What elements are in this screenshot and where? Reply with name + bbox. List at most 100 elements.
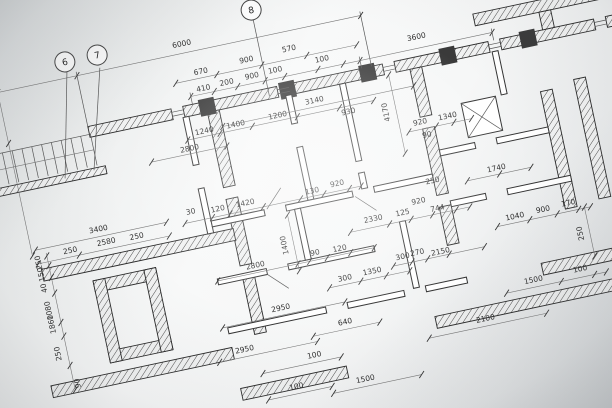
grid-axis-number: 6 bbox=[61, 58, 69, 69]
dimension-tick bbox=[173, 79, 179, 88]
construction-line bbox=[383, 68, 396, 72]
dimension-label: 670 bbox=[193, 65, 209, 77]
dimension-line bbox=[268, 386, 333, 401]
dimension-line bbox=[497, 206, 591, 227]
partition-wall bbox=[287, 245, 376, 271]
dimension-tick bbox=[259, 61, 265, 69]
dimension-label: 1340 bbox=[437, 110, 458, 123]
dimension-label: 130 bbox=[304, 185, 320, 197]
dimension-tick bbox=[282, 72, 288, 81]
partition-wall bbox=[284, 190, 354, 212]
dimension-line bbox=[350, 206, 470, 233]
construction-line bbox=[594, 19, 607, 23]
dimension-tick bbox=[348, 248, 354, 257]
dimension-label: 30 bbox=[185, 206, 196, 217]
dimension-line bbox=[190, 32, 493, 97]
dimension-label: 744 bbox=[429, 202, 445, 214]
dimension-tick bbox=[315, 65, 321, 74]
construction-line bbox=[490, 28, 495, 41]
construction-lines-layer bbox=[75, 11, 607, 289]
partition-wall bbox=[449, 192, 488, 208]
dimension-label: 100 bbox=[314, 53, 330, 65]
dimension-label: 1240 bbox=[194, 125, 215, 138]
dimension-tick bbox=[304, 51, 310, 60]
dimension-tick bbox=[321, 190, 327, 198]
wall-segment bbox=[143, 267, 174, 353]
dimension-line bbox=[429, 312, 547, 339]
dimension-tick bbox=[58, 318, 64, 327]
dimension-label: 2950 bbox=[270, 301, 291, 314]
dimension-tick bbox=[581, 203, 588, 211]
dimension-line bbox=[175, 44, 357, 84]
staircase bbox=[0, 133, 98, 185]
dimension-tick bbox=[357, 11, 364, 20]
dimension-tick bbox=[527, 215, 533, 224]
dimension-tick bbox=[262, 76, 268, 85]
dimension-label: 410 bbox=[195, 82, 211, 94]
dimension-line bbox=[38, 235, 170, 265]
dimension-tick bbox=[215, 277, 221, 285]
construction-line bbox=[189, 92, 193, 105]
partition-wall bbox=[424, 276, 469, 293]
dimension-line bbox=[287, 214, 300, 271]
dimension-tick bbox=[554, 210, 560, 218]
dimension-tick bbox=[358, 182, 364, 190]
dimension-label: 900 bbox=[238, 54, 254, 66]
dimension-tick bbox=[386, 220, 393, 228]
dimension-tick bbox=[5, 139, 12, 148]
wall-segment bbox=[434, 253, 612, 329]
dimension-label: 1740 bbox=[486, 162, 507, 175]
dimension-label: 900 bbox=[535, 203, 551, 215]
partition-wall bbox=[227, 306, 328, 335]
dimension-label: 4170 bbox=[379, 102, 392, 123]
dimension-line bbox=[45, 252, 76, 390]
partition-wall bbox=[357, 171, 369, 190]
wall-segment bbox=[87, 108, 174, 138]
dimension-label: 2580 bbox=[96, 235, 117, 248]
wall-segment bbox=[539, 88, 578, 210]
dimension-line bbox=[185, 185, 362, 224]
dimension-tick bbox=[217, 358, 223, 367]
dimension-tick bbox=[407, 266, 413, 275]
construction-line bbox=[489, 46, 502, 50]
dimension-label: 640 bbox=[337, 316, 353, 328]
construction-line bbox=[277, 87, 290, 91]
dimension-tick bbox=[464, 177, 471, 185]
dimension-label: 150 bbox=[35, 266, 47, 282]
dimension-line bbox=[222, 301, 345, 329]
dimension-tick bbox=[294, 112, 301, 121]
dimension-tick bbox=[402, 149, 408, 157]
dimension-label: 120 bbox=[332, 242, 348, 254]
dimension-tick bbox=[425, 254, 431, 263]
dimension-line bbox=[151, 145, 227, 163]
partition-wall bbox=[210, 209, 266, 228]
wall-segment bbox=[50, 346, 235, 399]
dimension-tick bbox=[346, 184, 353, 193]
dimension-tick bbox=[67, 361, 73, 370]
grid-axis-bubble bbox=[54, 51, 76, 73]
dimension-tick bbox=[377, 318, 383, 326]
dimension-tick bbox=[217, 129, 223, 138]
dimension-tick bbox=[408, 215, 414, 224]
dimension-tick bbox=[209, 213, 216, 222]
dimension-tick bbox=[148, 158, 155, 166]
leader-line bbox=[252, 19, 270, 97]
dimension-tick bbox=[354, 41, 360, 49]
dimension-tick bbox=[357, 56, 363, 65]
partition-wall bbox=[285, 93, 299, 125]
dimension-label: 100 bbox=[572, 263, 588, 275]
leader-lines-layer bbox=[64, 19, 270, 179]
wall-segment bbox=[0, 165, 108, 198]
dimension-label: 250 bbox=[52, 346, 64, 362]
dimension-label: 900 bbox=[244, 70, 260, 82]
dimension-tick bbox=[235, 82, 241, 91]
dimension-label: 2100 bbox=[475, 312, 496, 325]
dimension-label: 920 bbox=[412, 116, 428, 128]
dimension-tick bbox=[429, 210, 436, 219]
dimension-label: 1040 bbox=[505, 210, 526, 223]
dimension-tick bbox=[314, 337, 321, 346]
partition-wall bbox=[495, 126, 550, 145]
dimension-tick bbox=[543, 309, 550, 318]
column-block bbox=[197, 96, 217, 117]
